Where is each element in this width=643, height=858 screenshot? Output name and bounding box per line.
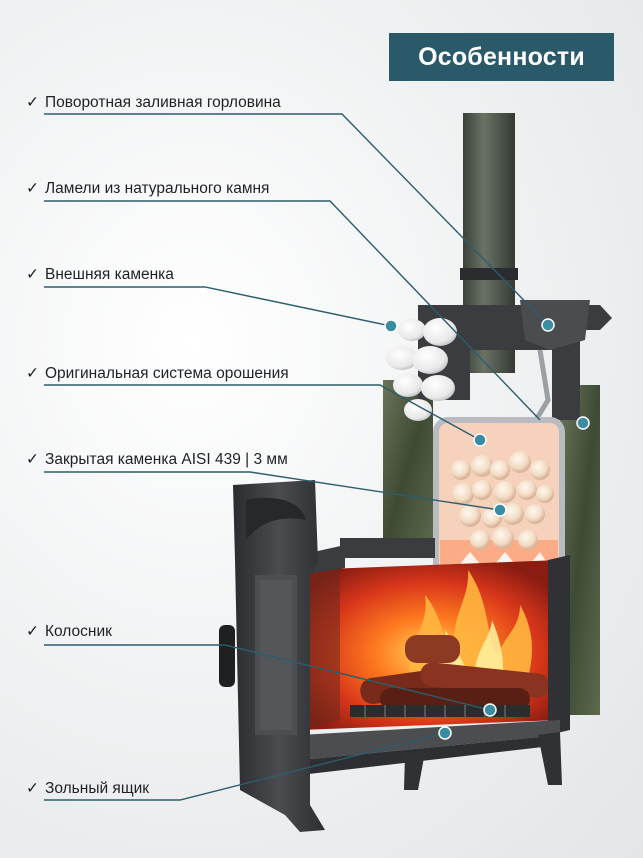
feature-label-irrigation-system: ✓ Оригинальная система орошения [26,364,289,383]
feature-label-stone-lamellas: ✓ Ламели из натурального камня [26,179,269,198]
ash-drawer [300,720,560,760]
feature-label-ash-drawer: ✓ Зольный ящик [26,779,149,798]
check-icon: ✓ [26,780,39,797]
marker-closed-heater [493,503,507,517]
door-handle [219,625,235,687]
leader-lines [44,113,549,801]
features-title-badge: Особенности [389,33,614,81]
external-stones [386,318,457,421]
marker-external-stones [384,319,398,333]
feature-text: Колосник [45,623,112,640]
feature-text: Закрытая каменка AISI 439 | 3 мм [45,451,288,468]
marker-stone-lamella [576,416,590,430]
feature-label-grate: ✓ Колосник [26,622,112,641]
check-icon: ✓ [26,365,39,382]
leg-right [538,732,562,785]
feature-label-filler-neck: ✓ Поворотная заливная горловина [26,93,281,112]
feature-text: Внешняя каменка [45,266,174,283]
grate [350,705,530,717]
check-icon: ✓ [26,94,39,111]
check-icon: ✓ [26,266,39,283]
feature-label-closed-heater: ✓ Закрытая каменка AISI 439 | 3 мм [26,450,288,469]
feature-text: Зольный ящик [45,780,150,797]
feature-text: Оригинальная система орошения [45,365,289,382]
filler-neck [520,300,590,350]
marker-grate [483,703,497,717]
leg-middle [404,752,425,790]
marker-filler-neck [541,318,555,332]
feature-markers [384,318,590,740]
marker-ash-drawer [438,726,452,740]
feature-text: Поворотная заливная горловина [45,94,281,111]
heater-stones [451,451,554,550]
feature-label-external-heater: ✓ Внешняя каменка [26,265,174,284]
check-icon: ✓ [26,623,39,640]
check-icon: ✓ [26,180,39,197]
feature-text: Ламели из натурального камня [45,180,270,197]
check-icon: ✓ [26,451,39,468]
marker-irrigation [473,433,487,447]
